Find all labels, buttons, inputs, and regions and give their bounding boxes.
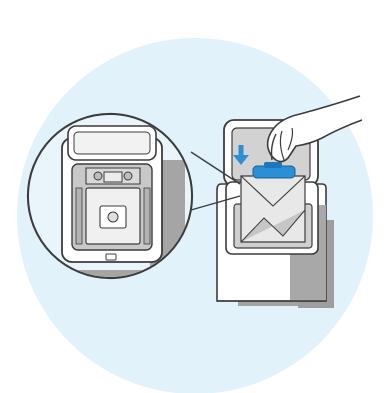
bag-card-tab (264, 162, 282, 168)
